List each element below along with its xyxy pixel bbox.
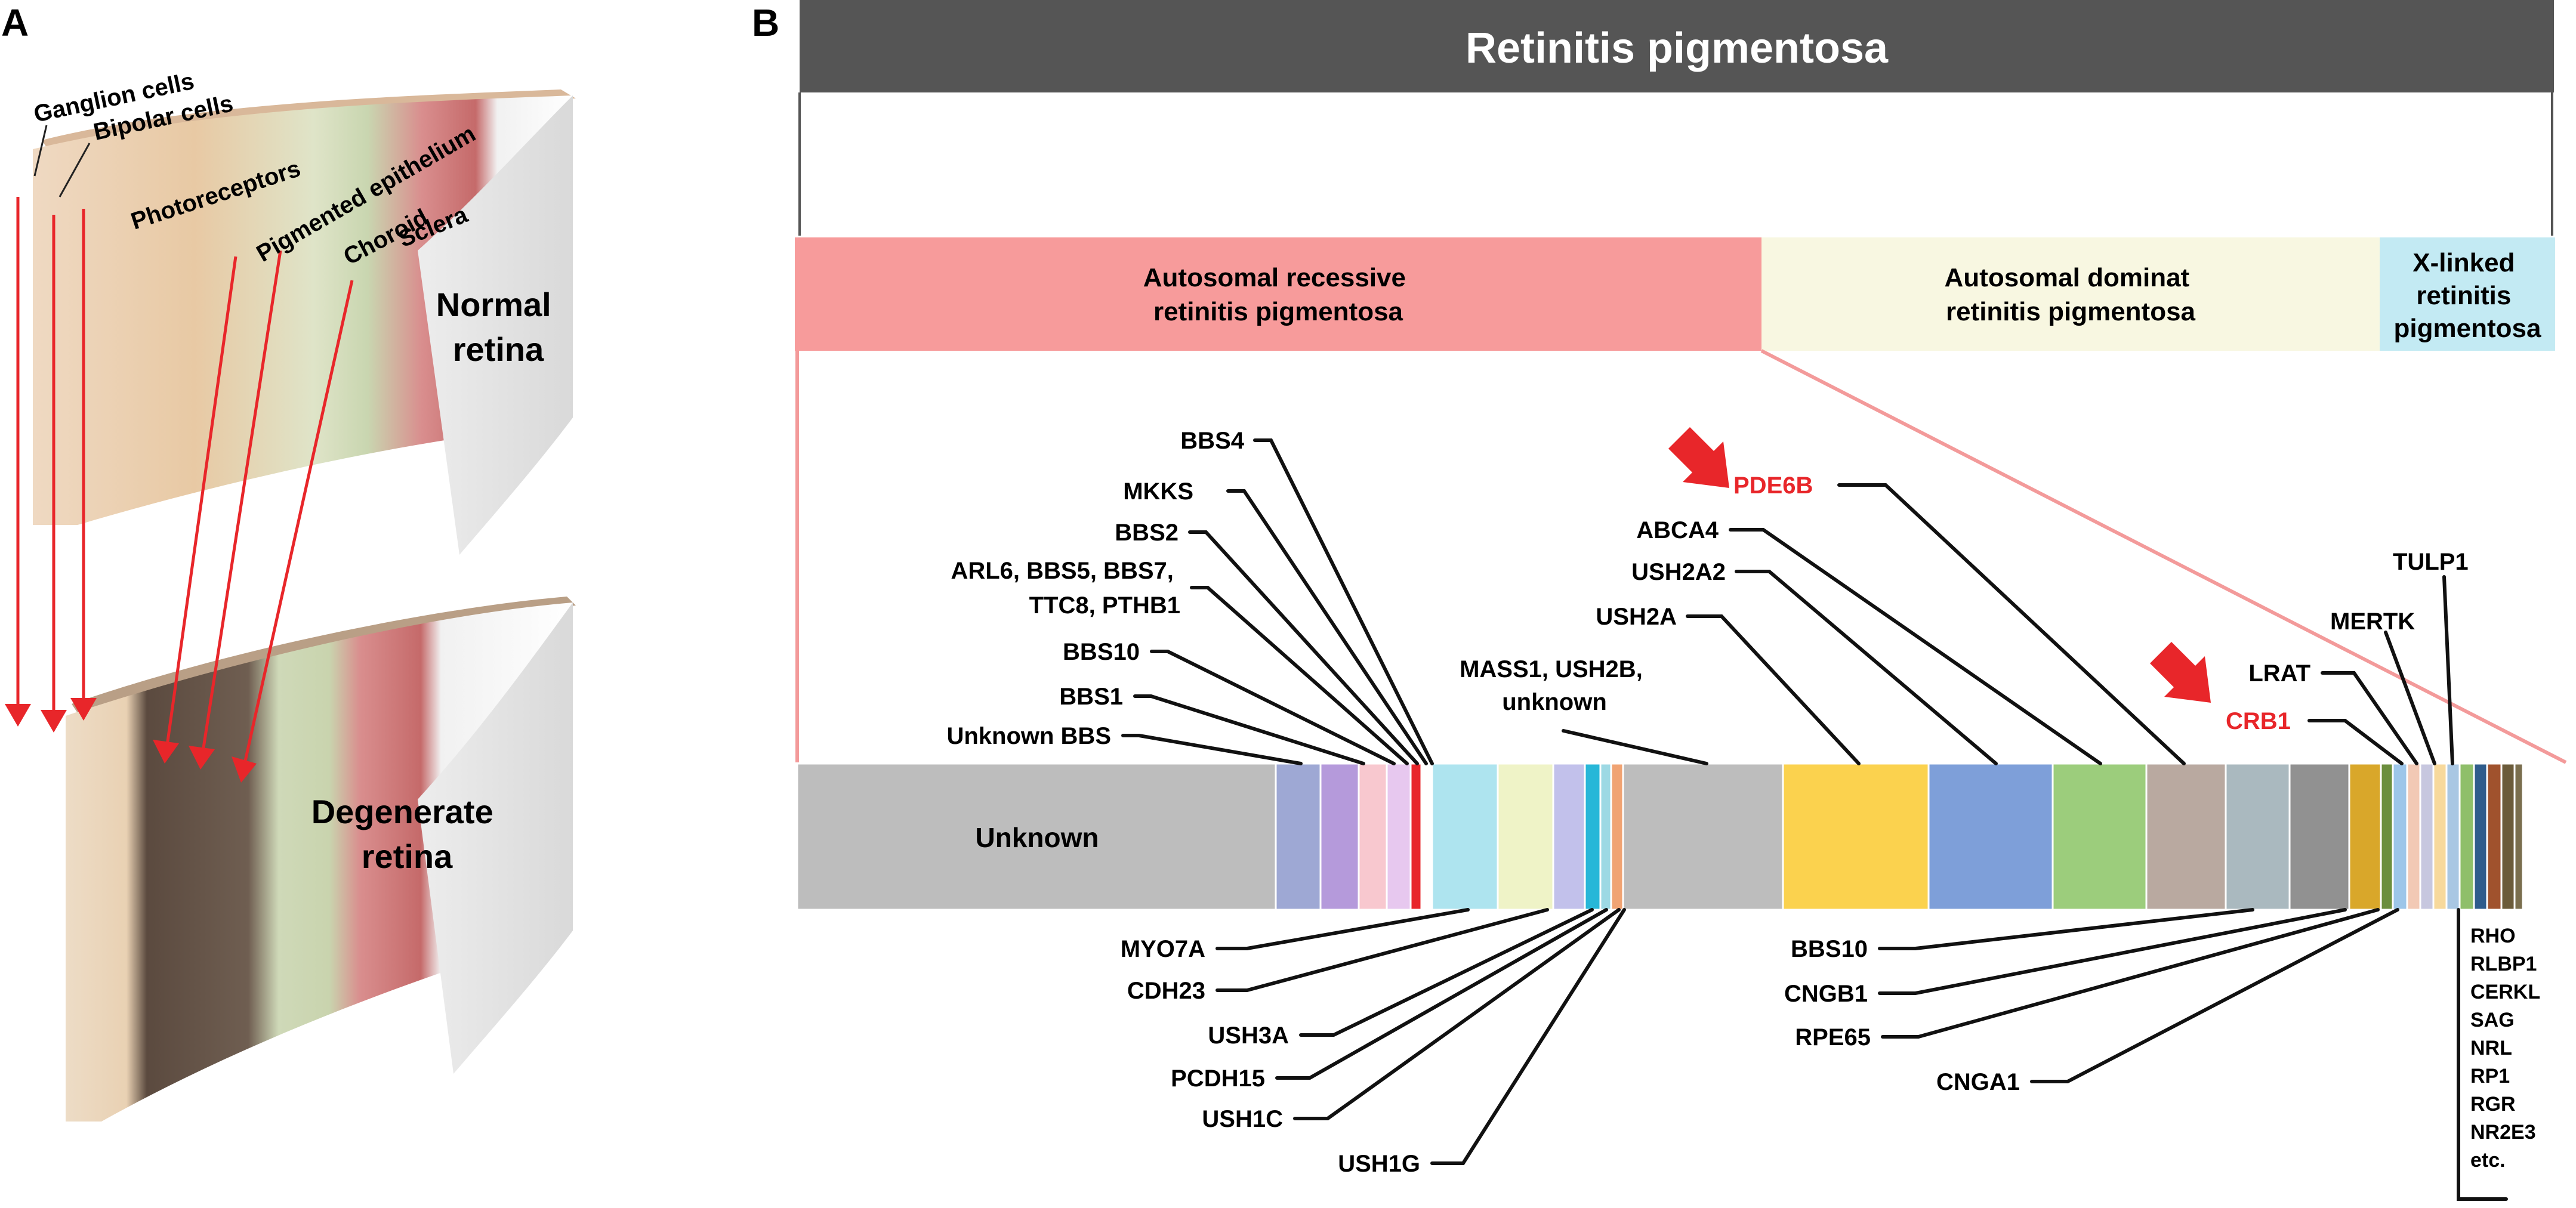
title-bar bbox=[800, 0, 2554, 92]
gene-label-ush2a2: USH2A2 bbox=[1631, 559, 1726, 585]
inheritance-autosomal-recessive-label: Autosomal recessive retinitis pigmentosa bbox=[1143, 263, 1413, 326]
inheritance-autosomal-dominant bbox=[1761, 237, 2380, 351]
gene-segment bbox=[1927, 762, 2054, 911]
other-genes-list: RHO RLBP1 CERKL SAG NRL RP1 RGR NR2E3 et… bbox=[2470, 925, 2546, 1172]
degenerate-retina-label: Degenerate retina bbox=[311, 793, 503, 875]
degenerate-retina-side-face bbox=[66, 603, 573, 1122]
gene-label-bbs10-bottom: BBS10 bbox=[1791, 936, 1868, 962]
gene-leader-lines bbox=[1121, 438, 2508, 1201]
gene-segment bbox=[2225, 762, 2291, 911]
gene-segment bbox=[2380, 762, 2394, 911]
inheritance-autosomal-recessive bbox=[795, 237, 1761, 351]
gene-segment bbox=[1319, 762, 1360, 911]
bottom-gene-labels: MYO7A CDH23 USH3A PCDH15 USH1C USH1G BBS… bbox=[1121, 936, 2020, 1177]
gene-segment bbox=[2051, 762, 2148, 911]
gene-segment bbox=[2513, 762, 2524, 911]
gene-segment bbox=[1782, 762, 1930, 911]
gene-segment bbox=[1584, 762, 1602, 911]
inheritance-autosomal-dominant-label: Autosomal dominat retinitis pigmentosa bbox=[1945, 263, 2197, 326]
gene-label-ush2a: USH2A bbox=[1596, 604, 1677, 630]
gene-label-arl6-group: ARL6, BBS5, BBS7, TTC8, PTHB1 bbox=[951, 558, 1180, 619]
inheritance-bar: Autosomal recessive retinitis pigmentosa… bbox=[795, 237, 2555, 351]
gene-label-cdh23: CDH23 bbox=[1127, 978, 1205, 1004]
gene-segment bbox=[1552, 762, 1586, 911]
arrowhead-icon bbox=[153, 740, 179, 764]
normal-retina-side-face bbox=[33, 95, 573, 525]
gene-segment bbox=[2500, 762, 2516, 911]
gene-segment bbox=[1599, 762, 1612, 911]
top-gene-labels: BBS4 MKKS BBS2 ARL6, BBS5, BBS7, TTC8, P… bbox=[946, 428, 2468, 749]
gene-label-abca4: ABCA4 bbox=[1636, 517, 1719, 543]
gene-label-pcdh15: PCDH15 bbox=[1171, 1065, 1265, 1092]
title-bracket bbox=[798, 92, 2553, 236]
gene-label-bbs10-top: BBS10 bbox=[1063, 639, 1140, 665]
gene-label-rpe65: RPE65 bbox=[1795, 1024, 1871, 1051]
gene-segment bbox=[1431, 762, 1499, 911]
gene-label-mass1-group: MASS1, USH2B, unknown bbox=[1460, 656, 1649, 715]
gene-segment bbox=[2473, 762, 2488, 911]
arrowhead-icon bbox=[5, 704, 31, 727]
arrowhead-icon bbox=[232, 756, 257, 783]
gene-label-lrat: LRAT bbox=[2248, 660, 2310, 687]
title-text: Retinitis pigmentosa bbox=[1466, 24, 1889, 72]
panel-b: B Retinitis pigmentosa Autosomal recessi… bbox=[752, 0, 2567, 1201]
gene-label-crb1: CRB1 bbox=[2226, 708, 2291, 734]
gene-segment bbox=[2419, 762, 2435, 911]
gene-label-unknown-bbs: Unknown BBS bbox=[946, 723, 1111, 749]
gene-segment bbox=[1409, 762, 1423, 911]
gene-label-bbs2: BBS2 bbox=[1115, 520, 1179, 546]
panel-b-letter: B bbox=[752, 1, 779, 44]
inheritance-x-linked-label: X-linked retinitis pigmentosa bbox=[2394, 248, 2541, 343]
arrowhead-icon bbox=[41, 710, 67, 733]
gene-label-bbs1: BBS1 bbox=[1059, 684, 1123, 710]
gene-segment bbox=[1622, 762, 1784, 911]
correspondence-arrows bbox=[5, 197, 354, 783]
crb1-arrow-icon bbox=[2150, 642, 2211, 703]
arrowhead-icon bbox=[70, 698, 97, 721]
gene-segment bbox=[2348, 762, 2382, 911]
pde6b-arrow-icon bbox=[1668, 427, 1729, 488]
gene-label-mertk: MERTK bbox=[2330, 608, 2415, 635]
inheritance-x-linked bbox=[2380, 237, 2555, 351]
gene-segment bbox=[2445, 762, 2461, 911]
normal-retina-illustration bbox=[33, 89, 576, 555]
expansion-lines bbox=[795, 349, 2567, 764]
degenerate-retina-front-face bbox=[418, 603, 573, 1074]
gene-segment bbox=[1386, 762, 1412, 911]
unknown-segment-label: Unknown bbox=[976, 822, 1099, 853]
gene-label-tulp1: TULP1 bbox=[2393, 549, 2469, 575]
gene-label-bbs4: BBS4 bbox=[1180, 428, 1244, 454]
gene-segment bbox=[1275, 762, 1322, 911]
gene-segment bbox=[1420, 762, 1433, 911]
gene-segment bbox=[1610, 762, 1624, 911]
gene-segment bbox=[2486, 762, 2503, 911]
gene-segment bbox=[2458, 762, 2475, 911]
gene-segment bbox=[2406, 762, 2421, 911]
gene-label-pde6b: PDE6B bbox=[1733, 472, 1813, 499]
gene-label-cnga1: CNGA1 bbox=[1936, 1069, 2020, 1095]
panel-a: A bbox=[1, 1, 576, 1122]
gene-segment bbox=[2432, 762, 2448, 911]
gene-label-ush1g: USH1G bbox=[1338, 1151, 1420, 1177]
normal-retina-label: Normal retina bbox=[436, 286, 561, 368]
normal-retina-front-face bbox=[418, 95, 573, 555]
layer-leader-lines bbox=[33, 125, 91, 197]
gene-label-ush1c: USH1C bbox=[1202, 1106, 1283, 1132]
arrowhead-icon bbox=[189, 746, 215, 770]
normal-retina-top-face bbox=[42, 89, 576, 158]
gene-label-myo7a: MYO7A bbox=[1121, 936, 1205, 962]
degenerate-retina-illustration bbox=[66, 597, 576, 1122]
gene-segment bbox=[1358, 762, 1388, 911]
panel-a-letter: A bbox=[1, 1, 29, 44]
gene-label-cngb1: CNGB1 bbox=[1784, 981, 1868, 1007]
gene-segment bbox=[2392, 762, 2408, 911]
gene-segment bbox=[1497, 762, 1554, 911]
gene-segment bbox=[2145, 762, 2227, 911]
gene-segment-bar bbox=[796, 762, 2524, 911]
gene-label-ush3a: USH3A bbox=[1208, 1022, 1289, 1049]
gene-segment bbox=[2288, 762, 2350, 911]
gene-label-mkks: MKKS bbox=[1123, 478, 1193, 505]
